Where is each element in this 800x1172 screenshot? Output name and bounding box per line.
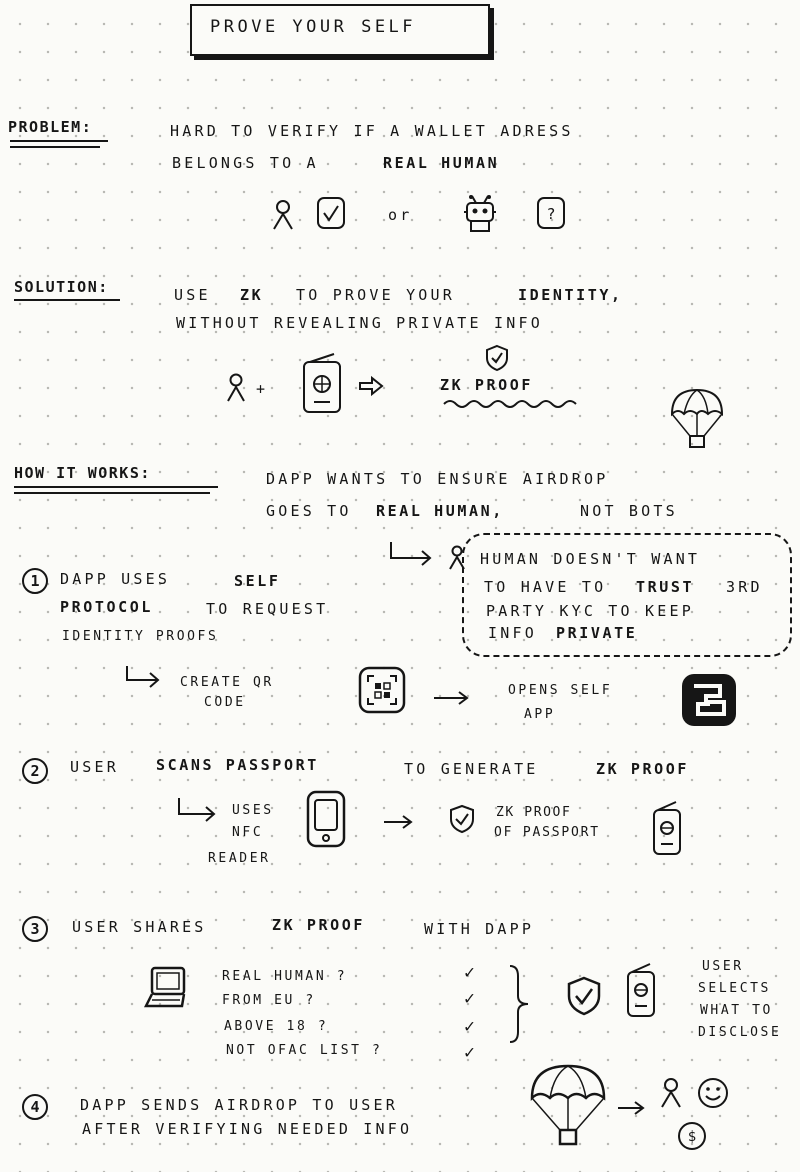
shield-check-icon bbox=[484, 344, 510, 372]
parachute-icon bbox=[670, 388, 724, 450]
zk-proof-label: ZK PROOF bbox=[440, 376, 534, 394]
note-box bbox=[462, 533, 792, 657]
phone-icon bbox=[306, 790, 346, 848]
svg-text:$: $ bbox=[688, 1129, 696, 1145]
check-mark-icon: ✓ bbox=[464, 1042, 479, 1063]
check-mark-icon: ✓ bbox=[464, 962, 479, 983]
step-2-of-passport: OF PASSPORT bbox=[494, 825, 600, 840]
question-box-icon: ? bbox=[536, 196, 566, 230]
step-3-with-dapp: WITH DAPP bbox=[424, 920, 535, 938]
page-title: PROVE YOUR SELF bbox=[210, 17, 417, 37]
passport-icon bbox=[298, 352, 346, 416]
step-1-app: APP bbox=[524, 707, 556, 722]
note-line-1: HUMAN DOESN'T WANT bbox=[480, 550, 701, 568]
passport-icon bbox=[650, 800, 684, 856]
step-2-number: 2 bbox=[22, 758, 48, 784]
shield-check-icon bbox=[448, 804, 476, 834]
person-icon bbox=[660, 1078, 682, 1108]
how-real-human: REAL HUMAN, bbox=[376, 502, 504, 520]
check-mark-icon: ✓ bbox=[464, 988, 479, 1009]
user-selects-2: SELECTS bbox=[698, 981, 771, 996]
svg-text:?: ? bbox=[546, 205, 555, 223]
solution-line-2: WITHOUT REVEALING PRIVATE INFO bbox=[176, 314, 543, 332]
step-1-dapp-uses: DAPP USES bbox=[60, 570, 171, 588]
problem-line-1: HARD TO VERIFY IF A WALLET ADRESS bbox=[170, 122, 574, 140]
check-item-not-ofac: NOT OFAC LIST ? bbox=[226, 1043, 383, 1058]
step-3-zk-proof: ZK PROOF bbox=[272, 916, 366, 934]
user-selects-1: USER bbox=[702, 959, 744, 974]
step-1-number: 1 bbox=[22, 568, 48, 594]
self-app-logo-icon bbox=[680, 672, 738, 728]
step-1-create-qr: CREATE QR bbox=[180, 675, 274, 690]
step-2-uses: USES bbox=[232, 803, 274, 818]
note-trust: TRUST bbox=[636, 578, 695, 596]
step-3-user-shares: USER SHARES bbox=[72, 918, 207, 936]
hook-arrow-icon bbox=[388, 540, 436, 566]
step-2-zk-proof: ZK PROOF bbox=[596, 760, 690, 778]
solution-identity: IDENTITY, bbox=[518, 286, 623, 304]
problem-label: PROBLEM: bbox=[8, 118, 93, 136]
note-info: INFO bbox=[488, 624, 537, 642]
step-2-nfc: NFC bbox=[232, 825, 264, 840]
or-text: or bbox=[388, 206, 413, 224]
note-private: PRIVATE bbox=[556, 624, 638, 642]
smiley-face-icon bbox=[696, 1076, 730, 1110]
curly-brace-icon bbox=[508, 964, 530, 1044]
user-selects-3: WHAT TO bbox=[700, 1003, 773, 1018]
plus-sign: + bbox=[256, 380, 266, 398]
solution-zk: ZK bbox=[240, 286, 264, 304]
squiggle-underline bbox=[442, 398, 576, 410]
problem-real-human: REAL HUMAN bbox=[383, 154, 500, 172]
solution-label: SOLUTION: bbox=[14, 278, 109, 296]
check-box-icon bbox=[316, 196, 346, 230]
note-3rd: 3RD bbox=[726, 578, 763, 596]
shield-check-icon bbox=[566, 976, 602, 1016]
parachute-icon bbox=[530, 1064, 606, 1148]
arrow-right-icon bbox=[432, 690, 470, 706]
check-item-above-18: ABOVE 18 ? bbox=[224, 1019, 329, 1034]
how-not-bots: NOT BOTS bbox=[580, 502, 678, 520]
hollow-arrow-icon bbox=[358, 376, 384, 396]
robot-icon bbox=[462, 194, 498, 234]
note-line-3: PARTY KYC TO KEEP bbox=[486, 602, 694, 620]
title-box bbox=[190, 4, 490, 56]
step-1-protocol: PROTOCOL bbox=[60, 598, 154, 616]
hook-arrow-icon bbox=[124, 664, 164, 688]
check-mark-icon: ✓ bbox=[464, 1016, 479, 1037]
how-goes-to: GOES TO bbox=[266, 502, 352, 520]
user-selects-4: DISCLOSE bbox=[698, 1025, 782, 1040]
step-2-to-generate: TO GENERATE bbox=[404, 760, 539, 778]
step-4-line-2: AFTER VERIFYING NEEDED INFO bbox=[82, 1120, 413, 1138]
coin-icon: $ bbox=[676, 1120, 708, 1152]
step-4-number: 4 bbox=[22, 1094, 48, 1120]
laptop-icon bbox=[144, 966, 190, 1010]
step-1-self: SELF bbox=[234, 572, 281, 590]
step-4-line-1: DAPP SENDS AIRDROP TO USER bbox=[80, 1096, 398, 1114]
how-it-works-label: HOW IT WORKS: bbox=[14, 464, 151, 482]
solution-use: USE bbox=[174, 286, 211, 304]
check-item-real-human: REAL HUMAN ? bbox=[222, 969, 348, 984]
step-1-code: CODE bbox=[204, 695, 246, 710]
step-1-opens-self: OPENS SELF bbox=[508, 683, 613, 698]
step-1-to-request: TO REQUEST bbox=[206, 600, 329, 618]
note-to-have-to: TO HAVE TO bbox=[484, 578, 607, 596]
person-icon bbox=[448, 546, 466, 570]
problem-line-2a: BELONGS TO A bbox=[172, 154, 319, 172]
check-item-from-eu: FROM EU ? bbox=[222, 993, 316, 1008]
how-line-1: DAPP WANTS TO ENSURE AIRDROP bbox=[266, 470, 609, 488]
solution-to-prove: TO PROVE YOUR bbox=[296, 286, 455, 304]
arrow-right-icon bbox=[382, 814, 414, 830]
person-icon bbox=[226, 374, 246, 402]
step-2-scans-passport: SCANS PASSPORT bbox=[156, 756, 319, 774]
person-icon bbox=[272, 200, 294, 230]
arrow-right-icon bbox=[616, 1100, 646, 1116]
step-1-identity-proofs: IDENTITY PROOFS bbox=[62, 629, 219, 644]
qr-code-icon bbox=[358, 666, 406, 714]
hook-arrow-icon bbox=[176, 796, 220, 822]
step-2-reader: READER bbox=[208, 851, 271, 866]
passport-icon bbox=[624, 962, 658, 1018]
step-2-zk-proof-of: ZK PROOF bbox=[496, 805, 572, 820]
step-3-number: 3 bbox=[22, 916, 48, 942]
step-2-user: USER bbox=[70, 758, 119, 776]
